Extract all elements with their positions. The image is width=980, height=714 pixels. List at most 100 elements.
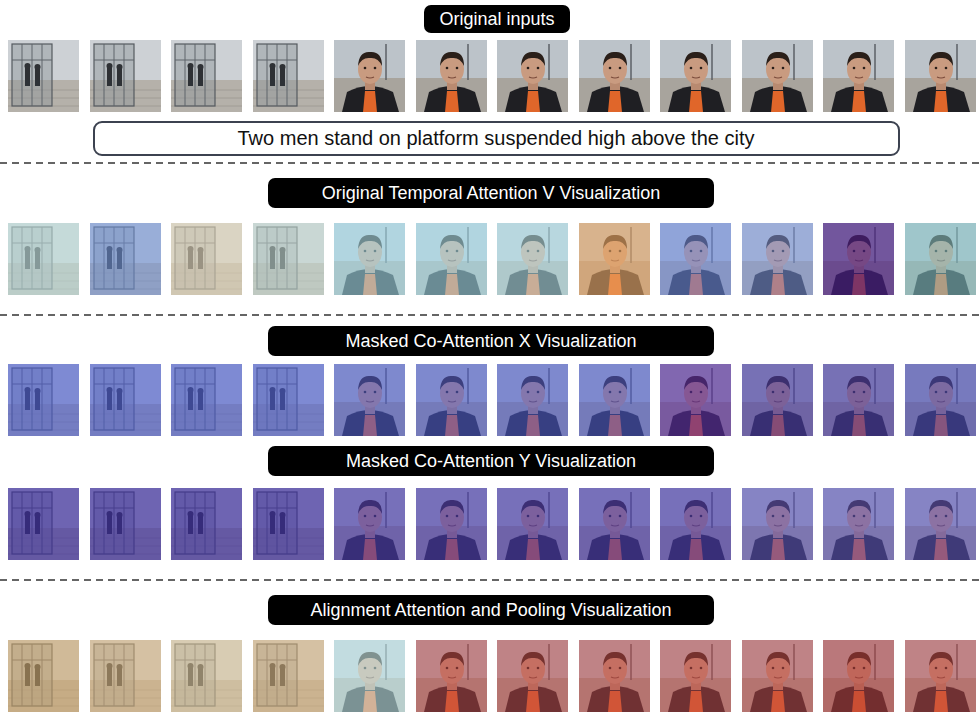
frame-row	[8, 640, 976, 712]
attention-overlay	[90, 223, 161, 295]
attention-overlay	[253, 364, 324, 436]
frame-row	[8, 223, 976, 295]
video-frame	[905, 640, 976, 712]
video-frame	[416, 223, 487, 295]
attention-overlay	[742, 488, 813, 560]
video-frame	[8, 40, 79, 112]
video-frame	[823, 488, 894, 560]
label-text: Masked Co-Attention Y Visualization	[346, 451, 636, 472]
video-frame	[90, 640, 161, 712]
section-label: Masked Co-Attention Y Visualization	[268, 446, 714, 476]
video-frame	[579, 223, 650, 295]
video-frame	[171, 223, 242, 295]
label-text: Two men stand on platform suspended high…	[238, 127, 755, 150]
attention-overlay	[497, 364, 568, 436]
video-frame	[823, 364, 894, 436]
video-frame	[416, 488, 487, 560]
video-frame	[253, 640, 324, 712]
attention-overlay	[497, 488, 568, 560]
caption-box: Two men stand on platform suspended high…	[93, 121, 900, 156]
video-frame	[742, 40, 813, 112]
attention-overlay	[171, 488, 242, 560]
attention-overlay	[253, 640, 324, 712]
attention-overlay	[334, 364, 405, 436]
attention-overlay	[497, 640, 568, 712]
attention-overlay	[334, 223, 405, 295]
attention-overlay	[90, 488, 161, 560]
label-text: Masked Co-Attention X Visualization	[346, 331, 637, 352]
frame-row	[8, 364, 976, 436]
video-frame	[905, 40, 976, 112]
video-frame	[823, 640, 894, 712]
video-frame	[334, 640, 405, 712]
attention-overlay	[742, 640, 813, 712]
video-frame	[742, 640, 813, 712]
video-frame	[497, 223, 568, 295]
attention-overlay	[905, 488, 976, 560]
video-frame	[742, 488, 813, 560]
attention-overlay	[416, 223, 487, 295]
attention-overlay	[8, 488, 79, 560]
video-frame	[8, 223, 79, 295]
video-frame	[579, 640, 650, 712]
video-frame	[905, 223, 976, 295]
video-frame	[8, 488, 79, 560]
attention-overlay	[660, 223, 731, 295]
video-frame	[90, 364, 161, 436]
video-frame	[416, 640, 487, 712]
video-frame	[90, 488, 161, 560]
video-frame	[253, 40, 324, 112]
attention-overlay	[416, 640, 487, 712]
video-frame	[8, 640, 79, 712]
video-frame	[171, 488, 242, 560]
attention-overlay	[8, 364, 79, 436]
video-frame	[905, 488, 976, 560]
video-frame	[90, 223, 161, 295]
attention-overlay	[579, 488, 650, 560]
video-frame	[905, 364, 976, 436]
dashed-separator	[0, 162, 980, 163]
section-label: Original inputs	[424, 5, 570, 33]
video-frame	[171, 40, 242, 112]
label-text: Original Temporal Attention V Visualizat…	[322, 183, 661, 204]
video-frame	[171, 640, 242, 712]
video-frame	[253, 488, 324, 560]
video-frame	[8, 364, 79, 436]
video-frame	[497, 488, 568, 560]
label-text: Alignment Attention and Pooling Visualiz…	[311, 600, 672, 621]
attention-overlay	[334, 488, 405, 560]
attention-overlay	[8, 223, 79, 295]
video-frame	[416, 40, 487, 112]
video-frame	[742, 364, 813, 436]
attention-overlay	[253, 223, 324, 295]
label-text: Original inputs	[439, 9, 554, 30]
attention-overlay	[660, 488, 731, 560]
attention-overlay	[253, 488, 324, 560]
video-frame	[171, 364, 242, 436]
attention-overlay	[90, 640, 161, 712]
attention-overlay	[171, 364, 242, 436]
video-frame	[497, 40, 568, 112]
attention-overlay	[579, 640, 650, 712]
attention-overlay	[660, 640, 731, 712]
video-frame	[334, 364, 405, 436]
attention-overlay	[905, 364, 976, 436]
video-frame	[579, 488, 650, 560]
attention-overlay	[334, 640, 405, 712]
video-frame	[253, 364, 324, 436]
section-label: Alignment Attention and Pooling Visualiz…	[268, 595, 714, 625]
frame-row	[8, 488, 976, 560]
video-frame	[823, 223, 894, 295]
video-frame	[334, 40, 405, 112]
video-frame	[660, 223, 731, 295]
video-frame	[253, 223, 324, 295]
video-frame	[334, 223, 405, 295]
dashed-separator	[0, 314, 980, 315]
attention-overlay	[823, 488, 894, 560]
section-label: Masked Co-Attention X Visualization	[268, 326, 714, 356]
video-frame	[660, 40, 731, 112]
dashed-separator	[0, 579, 980, 580]
attention-overlay	[90, 364, 161, 436]
video-frame	[90, 40, 161, 112]
